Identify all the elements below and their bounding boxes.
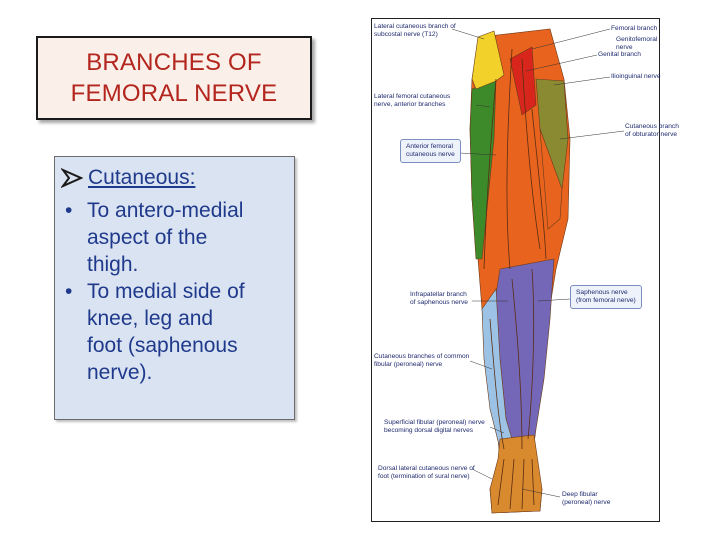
leg-illustration <box>469 28 571 514</box>
nerve-lines <box>451 28 625 510</box>
label-deep-fibular: Deep fibular(peroneal) nerve <box>562 491 611 506</box>
label-femoral-branch: Femoral branch <box>611 25 658 32</box>
lateral-femoral-region <box>469 78 497 260</box>
title-box: BRANCHES OF FEMORAL NERVE <box>36 36 312 120</box>
bullet-line: nerve). <box>87 361 153 384</box>
label-genital-branch: Genital branch <box>598 51 641 58</box>
heading-text: Cutaneous: <box>88 166 196 189</box>
foot-region <box>489 434 543 514</box>
heading-row: Cutaneous: <box>59 163 288 193</box>
bullet-line: aspect of the <box>87 226 208 249</box>
label-ilioinguinal: Ilioinguinal nerve <box>611 73 661 80</box>
bullet-dot-icon: • <box>65 280 73 303</box>
bullet-line: thigh. <box>87 253 139 276</box>
title-line-1: BRANCHES OF <box>86 49 262 76</box>
bullet-item: • To antero-medial aspect of the thigh. <box>61 197 288 278</box>
bullet-dot-icon: • <box>65 199 73 222</box>
bullet-line: To medial side of <box>87 280 245 303</box>
title-line-2: FEMORAL NERVE <box>70 80 278 107</box>
bullet-line: knee, leg and <box>87 307 214 330</box>
bullet-text: To medial side of knee, leg and foot (sa… <box>87 278 288 386</box>
arrow-bullet-icon <box>59 167 84 189</box>
leader-lines <box>451 28 625 498</box>
label-saphenous: Saphenous nerve(from femoral nerve) <box>570 285 642 309</box>
bullet-line: foot (saphenous <box>87 334 238 357</box>
content-box: Cutaneous: • To antero-medial aspect of … <box>54 156 295 420</box>
bullet-line: To antero-medial <box>87 199 244 222</box>
bullet-list: • To antero-medial aspect of the thigh. … <box>61 197 288 386</box>
femoral-medial-region <box>539 128 563 230</box>
bullet-item: • To medial side of knee, leg and foot (… <box>61 278 288 386</box>
bullet-text: To antero-medial aspect of the thigh. <box>87 197 288 278</box>
